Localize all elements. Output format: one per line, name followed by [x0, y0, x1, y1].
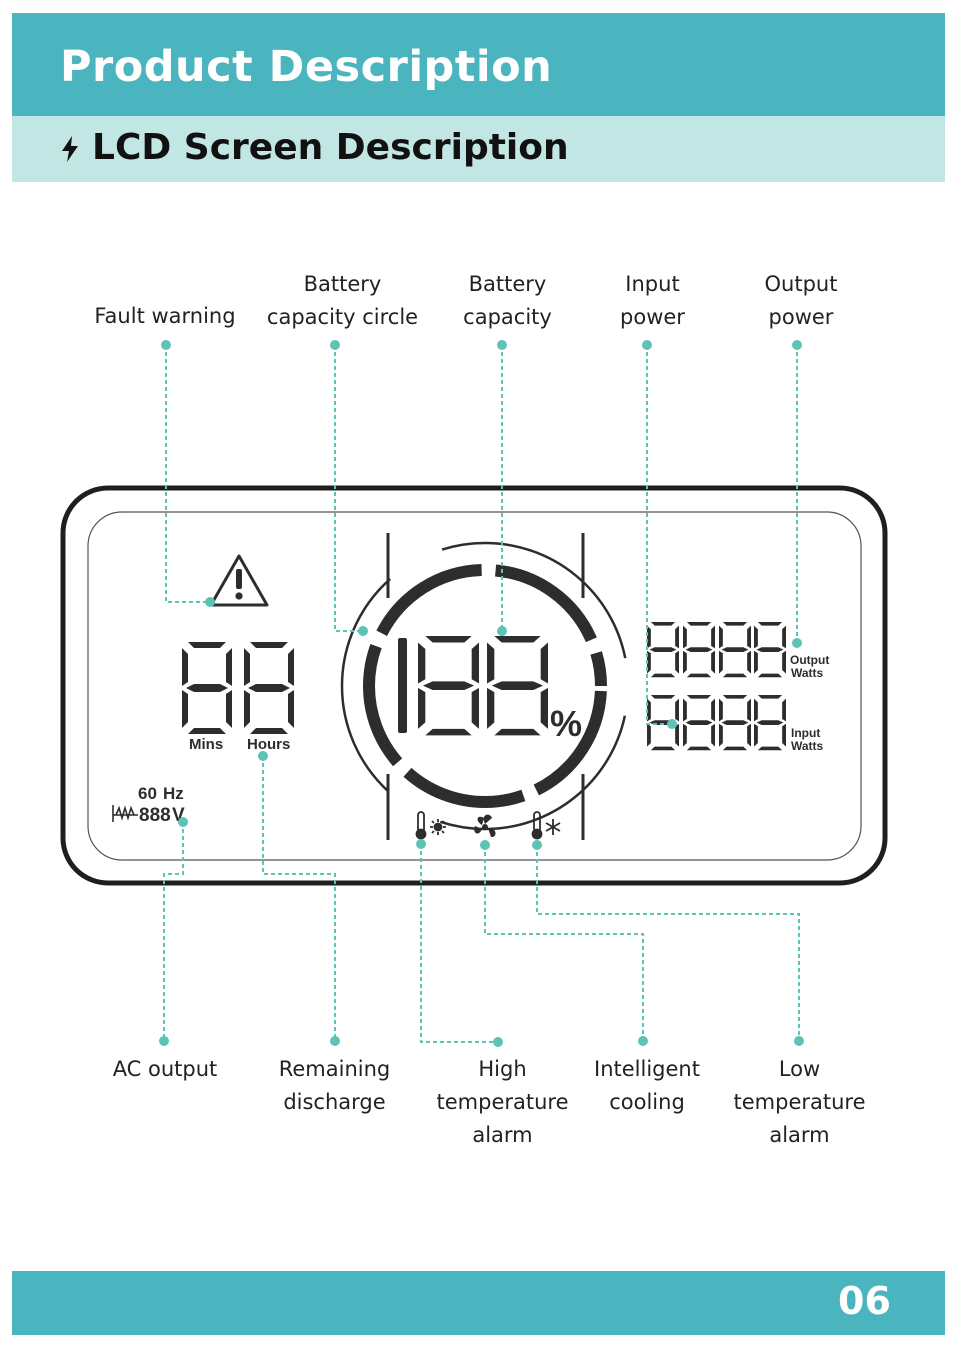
- hours-label: Hours: [247, 736, 290, 753]
- output-digit-3: [719, 622, 751, 677]
- battery-outer-ring: [342, 543, 628, 829]
- output-label-2: Watts: [791, 666, 824, 680]
- input-digit-4: [754, 695, 786, 750]
- output-label-1: Output: [790, 653, 829, 667]
- input-digit-3: [719, 695, 751, 750]
- timer-digit-1: [182, 642, 232, 734]
- input-label-1: Input: [791, 726, 820, 740]
- leader-ac-output: [164, 822, 183, 1041]
- output-digit-4: [754, 622, 786, 677]
- timer-digits: [182, 642, 294, 734]
- percent-digit-1: [398, 638, 407, 733]
- page-number: 06: [838, 1279, 891, 1323]
- label-remaining-discharge: Remaining discharge: [262, 1053, 407, 1119]
- leader-remaining-discharge: [263, 756, 335, 1041]
- mins-label: Mins: [189, 736, 223, 753]
- input-label-2: Watts: [791, 739, 824, 753]
- percent-sign: %: [550, 703, 582, 744]
- hz-value: 60: [138, 784, 157, 803]
- hz-unit: Hz: [163, 784, 184, 803]
- timer-digit-2: [244, 642, 294, 734]
- input-digit-2: [683, 695, 715, 750]
- leader-dots: [159, 340, 804, 1047]
- label-high-temperature-alarm: High temperature alarm: [425, 1053, 580, 1152]
- leader-high-temperature: [421, 844, 498, 1042]
- leader-lines: [164, 345, 799, 1042]
- label-ac-output: AC output: [95, 1053, 235, 1086]
- label-low-temperature-alarm: Low temperature alarm: [722, 1053, 877, 1152]
- percent-digit-2: [418, 636, 479, 735]
- percent-digit-3: [487, 636, 548, 735]
- leader-intelligent-cooling: [485, 845, 643, 1041]
- output-digit-1: [647, 622, 679, 677]
- footer-bar: [12, 1271, 945, 1335]
- leader-fault-warning: [166, 345, 210, 602]
- ac-wave-icon: [113, 805, 138, 822]
- output-digit-2: [683, 622, 715, 677]
- output-watts-digits: [647, 622, 786, 677]
- battery-percent-digits: [398, 636, 548, 735]
- leader-low-temperature: [537, 845, 799, 1041]
- fan-icon: [474, 815, 495, 837]
- warning-triangle-icon: [211, 556, 267, 605]
- high-temperature-icon: [417, 812, 447, 839]
- volt-value: 888: [139, 805, 171, 826]
- label-intelligent-cooling: Intelligent cooling: [582, 1053, 712, 1119]
